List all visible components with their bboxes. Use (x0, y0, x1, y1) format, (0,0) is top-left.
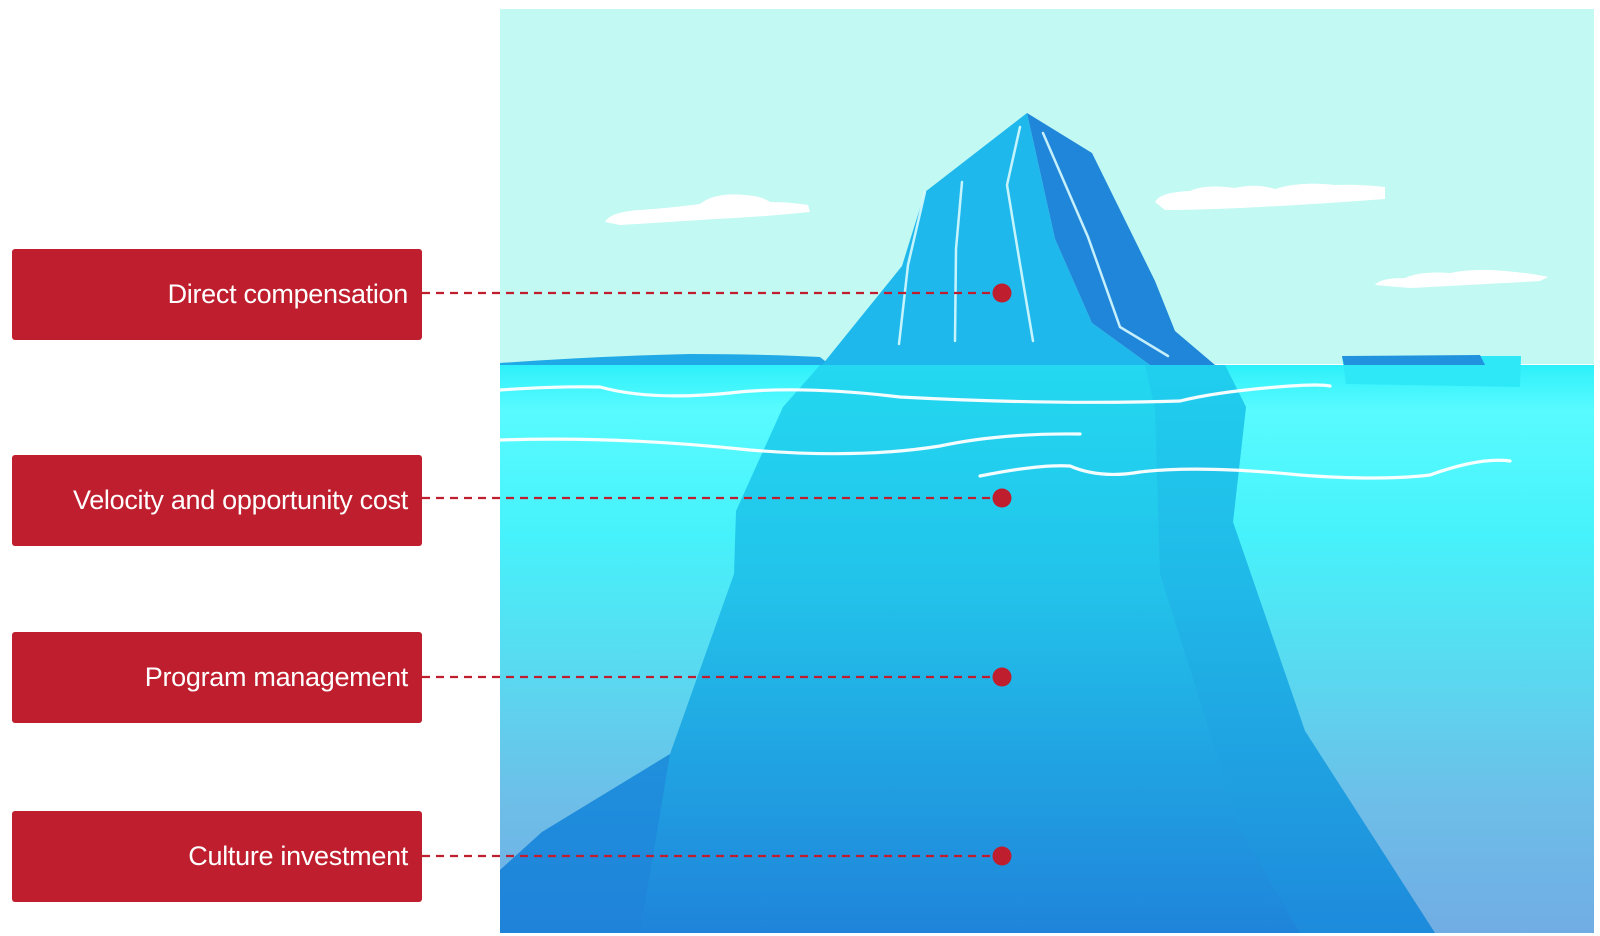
label-text: Program management (145, 662, 408, 693)
label-direct-compensation: Direct compensation (12, 249, 422, 340)
label-program-management: Program management (12, 632, 422, 723)
label-text: Direct compensation (168, 279, 408, 310)
label-velocity-and-opportunity-cost: Velocity and opportunity cost (12, 455, 422, 546)
iceberg-illustration (500, 9, 1594, 933)
label-text: Culture investment (188, 841, 408, 872)
label-text: Velocity and opportunity cost (73, 485, 408, 516)
label-culture-investment: Culture investment (12, 811, 422, 902)
